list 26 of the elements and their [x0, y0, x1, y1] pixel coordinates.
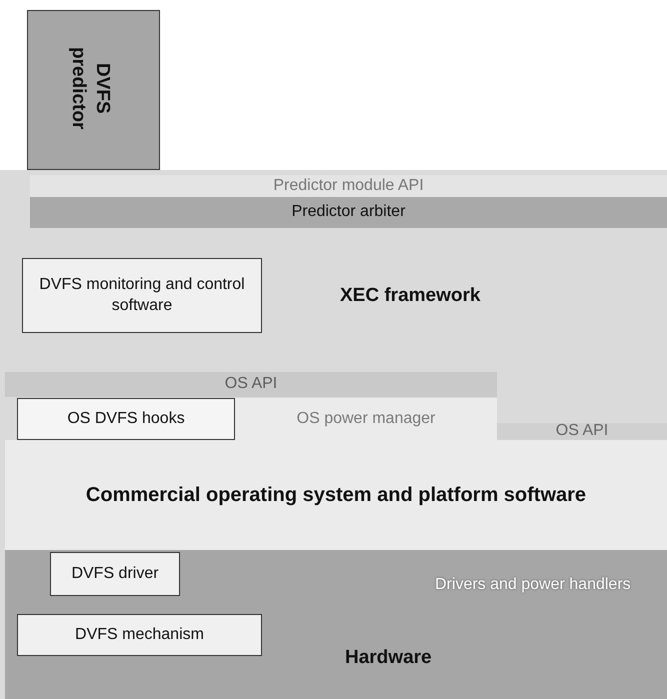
component-box — [50, 552, 180, 596]
layer-title: XEC framework — [340, 285, 480, 307]
component-label: DVFS mechanism — [75, 624, 204, 645]
layer-band — [5, 550, 667, 699]
component-label: OS DVFS hooks — [67, 408, 185, 429]
layer-title: Commercial operating system and platform software — [86, 483, 586, 508]
module-box — [27, 10, 160, 170]
component-label: Predictor module API — [273, 176, 424, 196]
component-band — [235, 398, 497, 440]
component-box — [17, 614, 262, 656]
layer-title: Hardware — [345, 647, 432, 669]
component-label: OS power manager — [296, 408, 436, 429]
layer-band — [5, 440, 667, 550]
component-label: DVFS monitoring and control software — [38, 274, 246, 316]
interface-band — [30, 175, 667, 197]
component-label: Predictor arbiter — [292, 202, 406, 222]
component-box — [22, 258, 262, 333]
interface-band — [5, 372, 497, 397]
component-label: DVFS driver — [71, 564, 159, 584]
interface-band — [497, 423, 667, 440]
layer-title: DVFS predictor — [67, 46, 114, 132]
component-label: OS API — [224, 374, 278, 394]
component-band — [30, 197, 667, 228]
component-box — [17, 398, 235, 440]
layer-label: Drivers and power handlers — [435, 576, 631, 594]
component-label: OS API — [556, 421, 608, 442]
